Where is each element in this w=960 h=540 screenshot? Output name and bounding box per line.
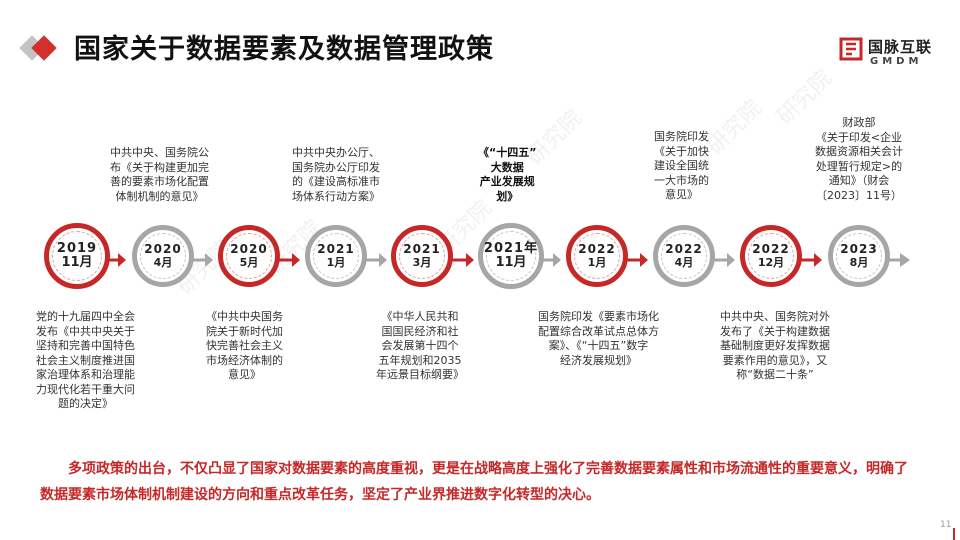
policy-desc-2020-04: 中共中央、国务院公 布《关于构建更加完 善的要素市场化配置 体制机制的意见》	[110, 146, 209, 203]
brand-logo: 国脉互联 GMDM	[838, 36, 948, 72]
policy-desc-2023-08: 财政部 《关于印发<企业 数据资源相关会计 处理暂行规定>的 通知》（财会 〔2…	[815, 116, 903, 202]
policy-desc-2022-01: 国务院印发《要素市场化 配置综合改革试点总体方 案》、《“十四五”数字 经济发展…	[538, 310, 659, 367]
policy-desc-2021-03: 《中华人民共和 国国民经济和社 会发展第十四个 五年规划和2035 年远景目标纲…	[376, 310, 464, 381]
page-marker	[953, 528, 955, 540]
policy-desc-2021-01: 中共中央办公厅、 国务院办公厅印发 的《建设高标准市 场体系行动方案》	[292, 146, 380, 203]
policy-desc-2021-11: 《“十四五” 大数据 产业发展规 划》	[478, 146, 537, 203]
conclusion-text: 多项政策的出台，不仅凸显了国家对数据要素的高度重视，更是在战略高度上强化了完善数…	[40, 461, 908, 503]
header: 国家关于数据要素及数据管理政策 国脉互联 GMDM	[0, 0, 960, 80]
policy-desc-2019-11: 党的十九届四中全会 发布《中共中央关于 坚持和完善中国特色 社会主义制度推进国 …	[36, 310, 135, 410]
logo-text-cn: 国脉互联	[868, 38, 933, 56]
page-title: 国家关于数据要素及数据管理政策	[74, 34, 494, 65]
policy-desc-2020-05: 《中共中央国务 院关于新时代加 快完善社会主义 市场经济体制的 意见》	[206, 310, 283, 381]
logo-mark-icon	[839, 37, 863, 61]
policy-desc-2022-12: 中共中央、国务院对外 发布了《关于构建数据 基础制度更好发挥数据 要素作用的意见…	[720, 310, 830, 381]
page-number: 11	[940, 520, 952, 530]
logo-text-en: GMDM	[870, 56, 923, 67]
policy-desc-2022-04: 国务院印发 《关于加快 建设全国统 一大市场的 意见》	[654, 130, 709, 201]
